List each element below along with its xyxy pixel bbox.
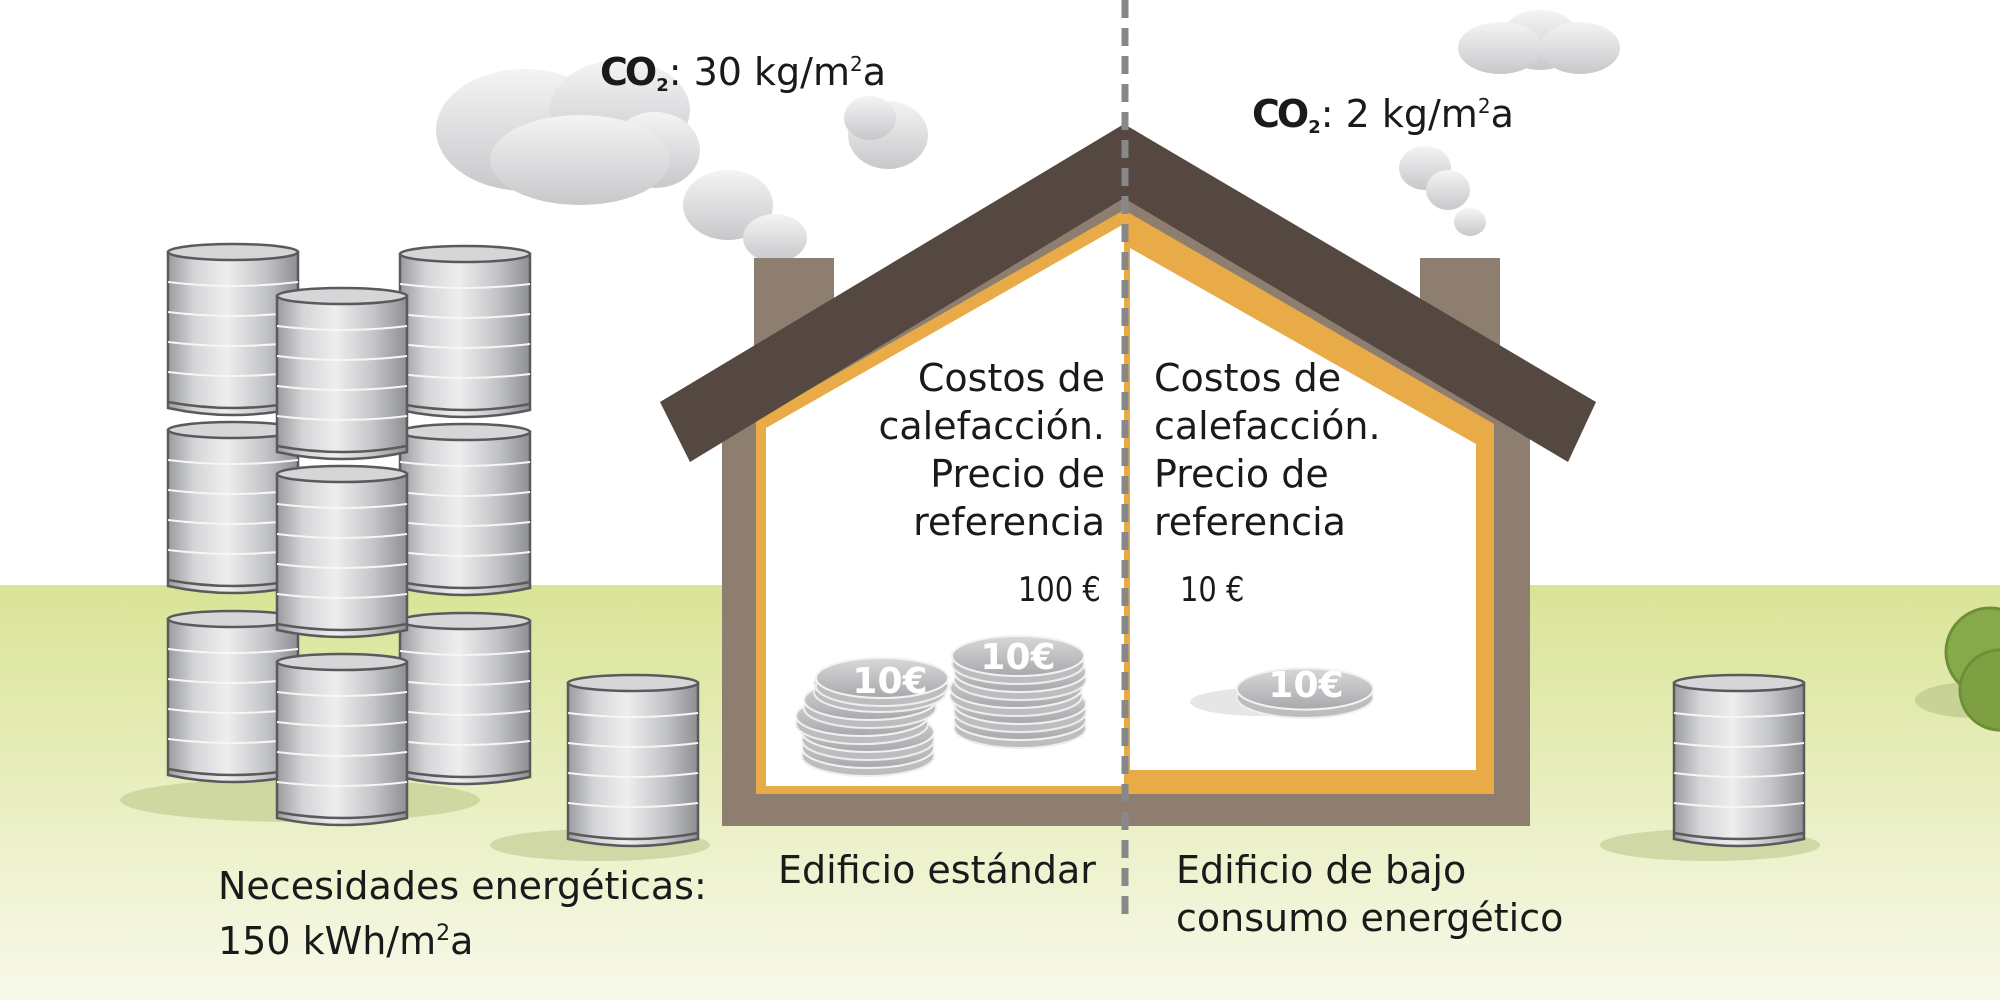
barrel-single-right	[1672, 673, 1806, 848]
coin-label: 10€	[1268, 665, 1343, 706]
roof	[660, 124, 1596, 462]
heating-cost-label-low-energy: Costos de calefacción. Precio de referen…	[1154, 356, 1381, 544]
coin-label: 10€	[852, 661, 927, 702]
interior-low-energy	[1130, 248, 1476, 770]
caption-low-energy-building: Edificio de bajo consumo energético	[1176, 848, 1564, 940]
coin-stack-standard: 10€ 10€	[795, 635, 1087, 777]
smoke-clouds-low-energy	[1399, 10, 1620, 236]
coin-label: 10€	[980, 637, 1055, 678]
price-standard: 100 €	[1018, 570, 1101, 610]
caption-standard-building: Edificio estándar	[778, 848, 1096, 892]
energy-needs-label: Necesidades energéticas: 150 kWh/m2a	[218, 864, 707, 963]
smoke-clouds-standard	[434, 60, 928, 262]
bush	[1915, 606, 2000, 732]
heating-cost-label-standard: Costos de calefacción. Precio de referen…	[878, 356, 1105, 544]
price-low-energy: 10 €	[1180, 570, 1245, 610]
barrel-single-left	[566, 673, 700, 848]
coin-stack-low-energy: 10€	[1190, 665, 1375, 719]
barrel-stack-energy-needs	[166, 242, 532, 827]
